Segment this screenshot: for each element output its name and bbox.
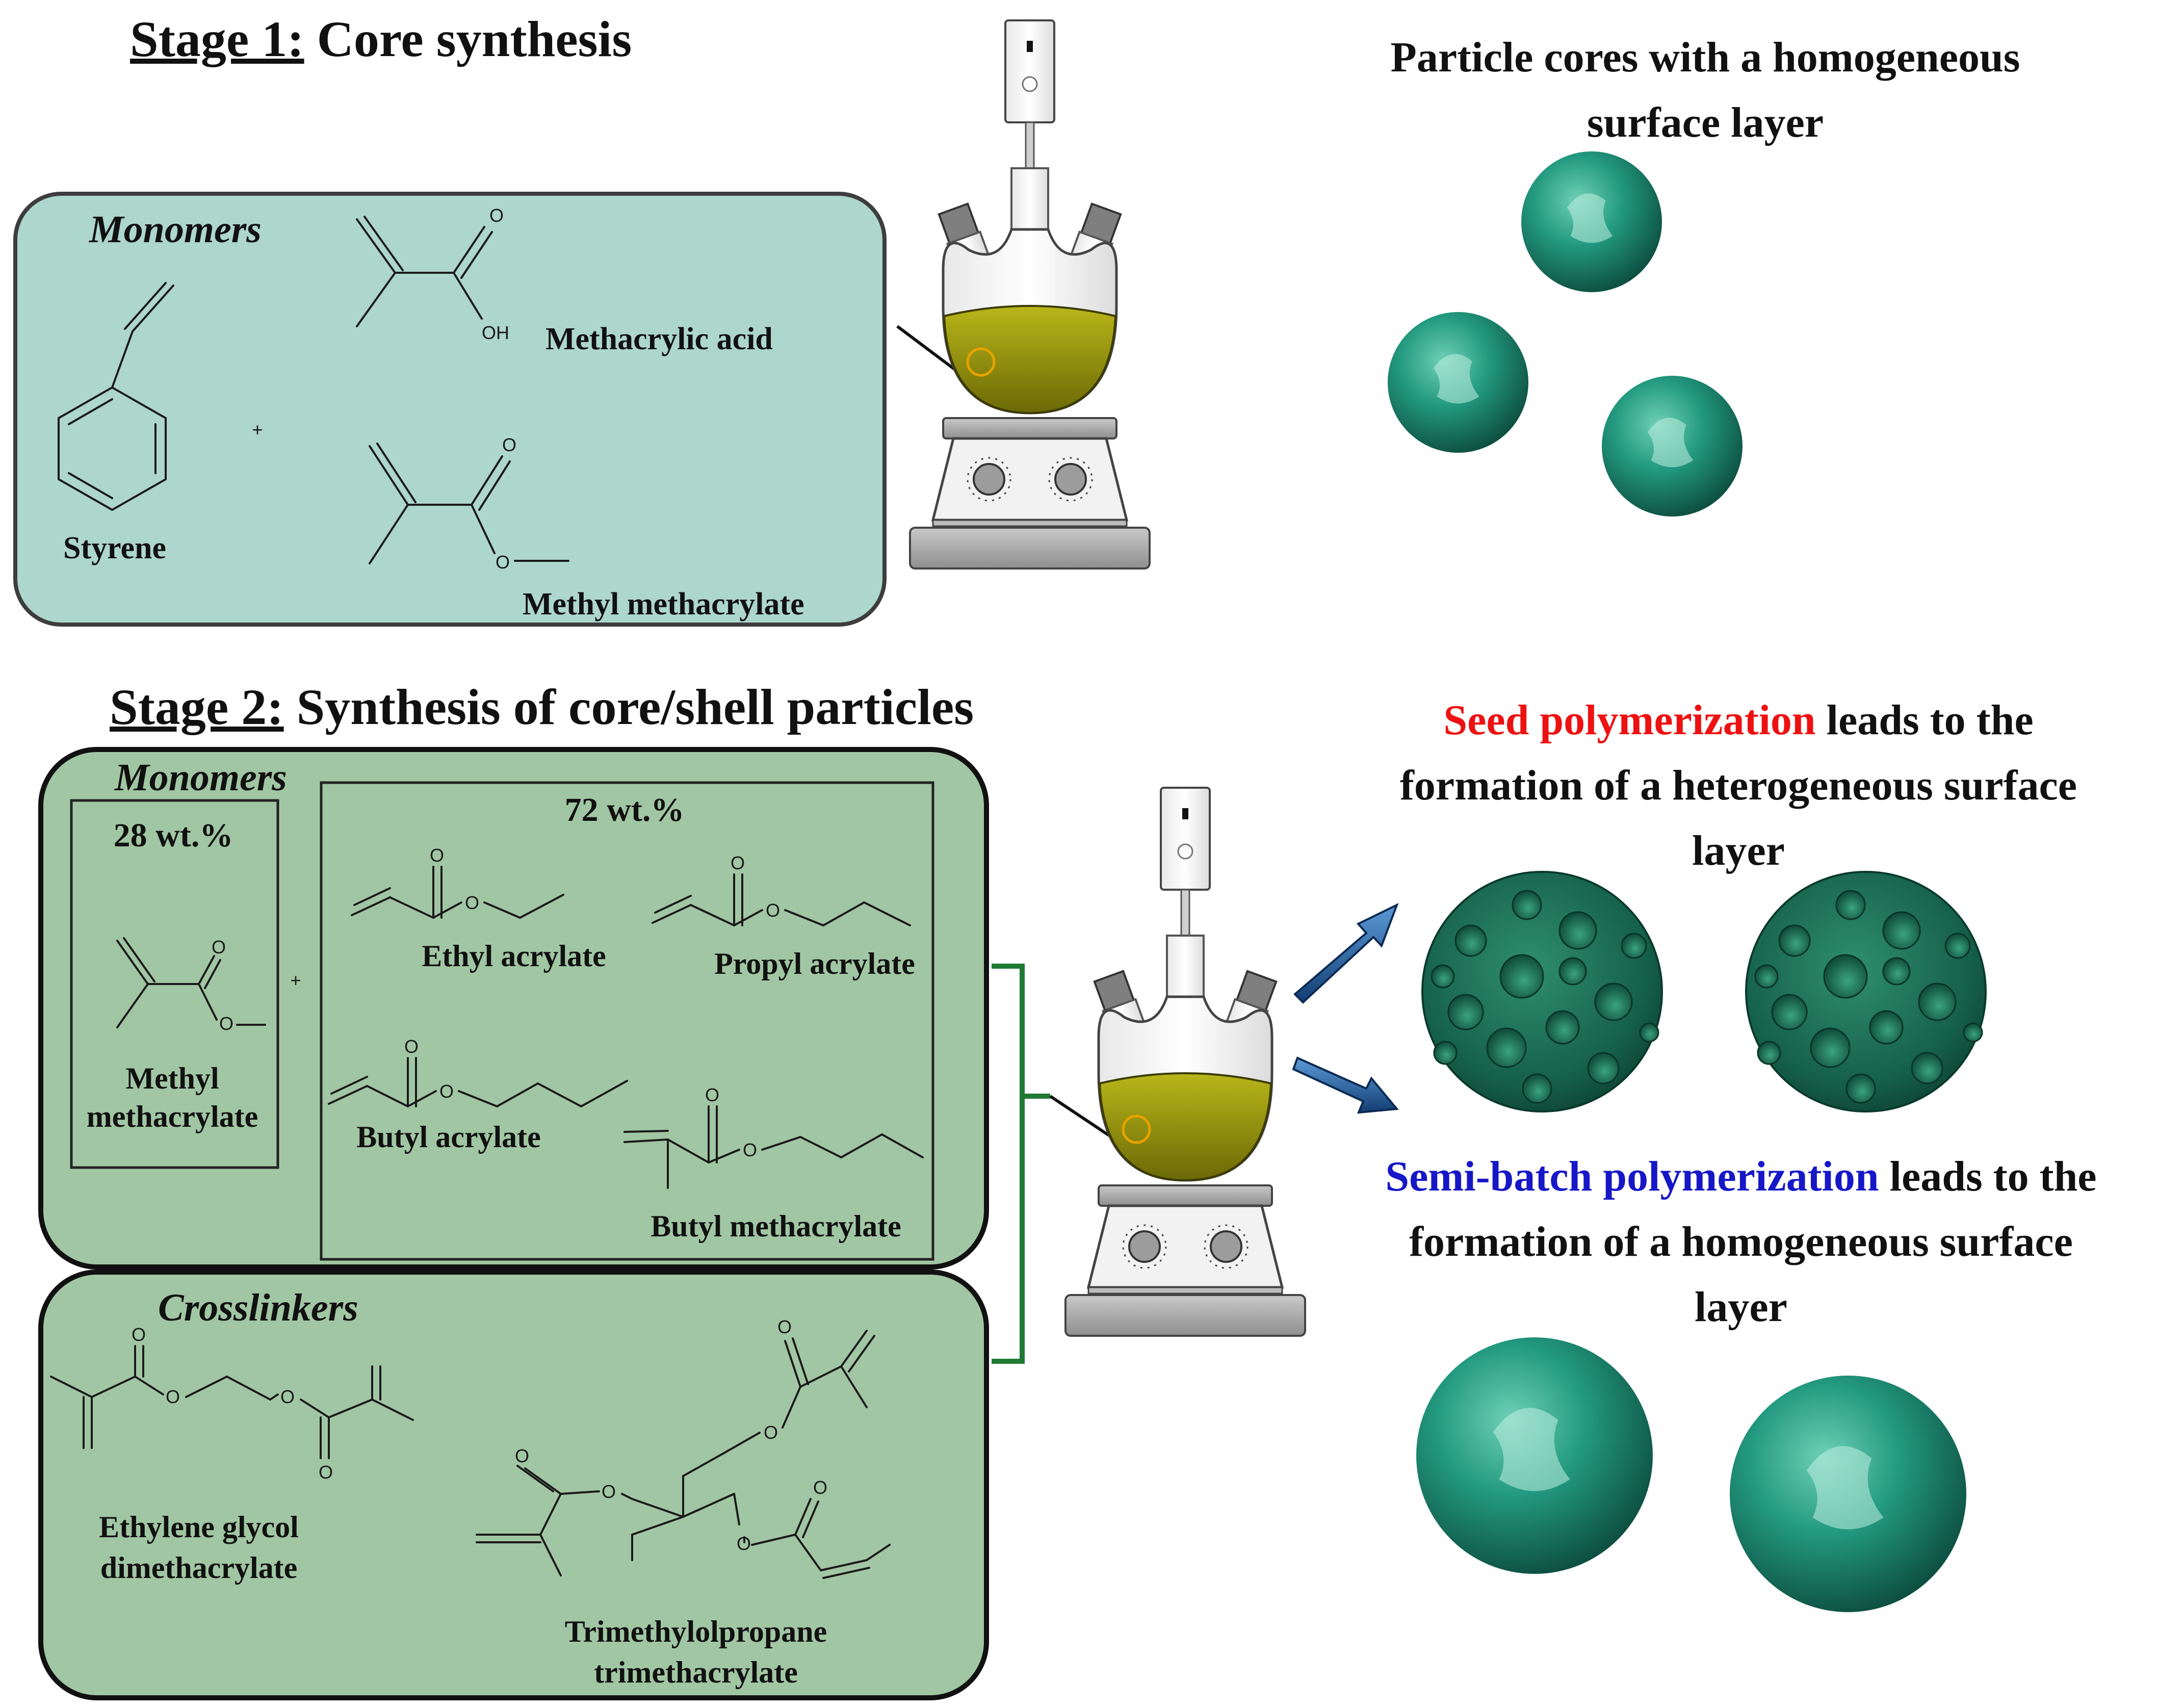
reactor-stage2 <box>1065 788 1305 1336</box>
tmptma-o-4: O <box>515 1445 529 1466</box>
butyl-acrylate-structure <box>328 1057 628 1107</box>
stage2-title-rest: Synthesis of core/shell particles <box>284 679 974 735</box>
pct-72-label: 72 wt.% <box>565 791 685 829</box>
egdma-structure <box>50 1345 414 1459</box>
crosslinkers-box <box>38 1270 989 1700</box>
butyl-acrylate-o-carbonyl: O <box>404 1036 419 1057</box>
egdma-o-1: O <box>132 1324 146 1345</box>
styrene-label: Styrene <box>63 531 166 565</box>
propyl-acrylate-label: Propyl acrylate <box>714 947 915 980</box>
pct-28-label: 28 wt.% <box>114 817 233 854</box>
stage1-title: Stage 1: Core synthesis <box>130 11 632 67</box>
core-particle-3 <box>1602 376 1743 516</box>
reactor-stage1 <box>910 20 1150 568</box>
homogeneous-particle-2 <box>1730 1376 1966 1612</box>
methacrylic-acid-oh-atom: OH <box>482 322 509 343</box>
tmptma-o-2: O <box>777 1316 792 1337</box>
methyl-methacrylate-structure <box>369 443 569 564</box>
homogeneous-particle-1 <box>1416 1337 1653 1574</box>
butyl-methacrylate-structure <box>623 1105 924 1189</box>
semi-line1: Semi-batch polymerization leads to the <box>1385 1153 2096 1200</box>
semi-highlight: Semi-batch polymerization <box>1385 1153 1879 1200</box>
heterogeneous-particle-2 <box>1745 871 1987 1112</box>
butyl-acrylate-o-ester: O <box>439 1081 454 1102</box>
tmptma-o-6: O <box>813 1477 827 1498</box>
arrow-to-semi <box>1292 1056 1399 1114</box>
ethyl-acrylate-o-ester: O <box>465 892 479 913</box>
mma-o-ester-atom: O <box>496 552 510 573</box>
stage1-monomers-box <box>13 192 887 627</box>
egdma-label-line1: Ethylene glycol <box>99 1510 299 1544</box>
propyl-acrylate-structure <box>652 873 911 926</box>
ethyl-acrylate-label: Ethyl acrylate <box>422 939 606 973</box>
methacrylic-acid-label: Methacrylic acid <box>545 322 773 356</box>
core-particle-1 <box>1521 151 1662 292</box>
stage2-title-prefix: Stage 2: <box>110 679 284 735</box>
stage1-monomers-label: Monomers <box>89 208 262 251</box>
tmptma-label-line1: Trimethylolpropane <box>565 1615 827 1648</box>
butyl-methacrylate-label: Butyl methacrylate <box>651 1209 901 1243</box>
mma-label-line2: methacrylate <box>87 1100 258 1133</box>
methacrylic-acid-o-atom: O <box>489 205 504 226</box>
plus-sign-stage2: + <box>290 970 301 991</box>
stage2-monomers-label: Monomers <box>114 756 287 799</box>
tmptma-structure <box>476 1330 891 1579</box>
arrow-to-seed <box>1293 903 1399 1004</box>
egdma-o-3: O <box>280 1386 295 1407</box>
semi-line3: layer <box>1695 1283 1787 1331</box>
tmptma-o-3: O <box>602 1481 616 1502</box>
mma-sub-box <box>70 799 279 1169</box>
semi-rest: leads to the <box>1879 1153 2097 1200</box>
tmptma-o-1: O <box>764 1422 778 1443</box>
acrylates-sub-box <box>320 781 934 1261</box>
methacrylic-acid-structure <box>356 216 493 327</box>
stage2-title: Stage 2: Synthesis of core/shell particl… <box>110 679 974 735</box>
butyl-methacrylate-o-ester: O <box>743 1140 757 1160</box>
ethyl-acrylate-o-carbonyl: O <box>430 845 444 866</box>
seed-rest: leads to the <box>1816 696 2034 744</box>
stage1-result-line2: surface layer <box>1587 99 1824 146</box>
tmptma-o-5: O <box>737 1533 751 1554</box>
seed-line1: Seed polymerization leads to the <box>1443 696 2033 744</box>
stage1-title-prefix: Stage 1: <box>130 11 304 67</box>
mma2-o-carbonyl-atom: O <box>212 937 226 957</box>
propyl-acrylate-o-carbonyl: O <box>731 852 745 873</box>
ethyl-acrylate-structure <box>351 866 564 919</box>
mma-label-line1: Methyl <box>125 1062 219 1095</box>
styrene-structure <box>58 282 174 511</box>
stage1-result-line1: Particle cores with a homogeneous <box>1391 34 2020 81</box>
mma-o-carbonyl-atom: O <box>502 434 516 455</box>
egdma-o-4: O <box>319 1462 333 1483</box>
semi-line2: formation of a homogeneous surface <box>1409 1218 2073 1265</box>
green-bracket <box>992 964 1050 1364</box>
core-particle-2 <box>1388 312 1528 453</box>
propyl-acrylate-o-ester: O <box>766 900 780 921</box>
crosslinkers-label: Crosslinkers <box>158 1286 358 1329</box>
heterogeneous-particle-1 <box>1421 871 1663 1112</box>
methyl-methacrylate-label: Methyl methacrylate <box>523 587 804 622</box>
egdma-o-2: O <box>166 1386 180 1407</box>
seed-highlight: Seed polymerization <box>1443 696 1815 744</box>
tmptma-label-line2: trimethacrylate <box>594 1655 798 1689</box>
butyl-acrylate-label: Butyl acrylate <box>356 1120 541 1154</box>
stage2-pointer-line <box>1049 1095 1112 1138</box>
stage1-pointer-line <box>896 325 959 374</box>
seed-line2: formation of a heterogeneous surface <box>1400 762 2077 809</box>
mma2-o-ester-atom: O <box>219 1013 233 1034</box>
butyl-methacrylate-o-carbonyl: O <box>705 1084 719 1105</box>
stage1-title-rest: Core synthesis <box>304 11 632 67</box>
egdma-label-line2: dimethacrylate <box>100 1551 298 1585</box>
seed-line3: layer <box>1692 827 1785 874</box>
mma-stage2-structure <box>116 937 266 1028</box>
plus-sign-stage1: + <box>252 419 263 440</box>
